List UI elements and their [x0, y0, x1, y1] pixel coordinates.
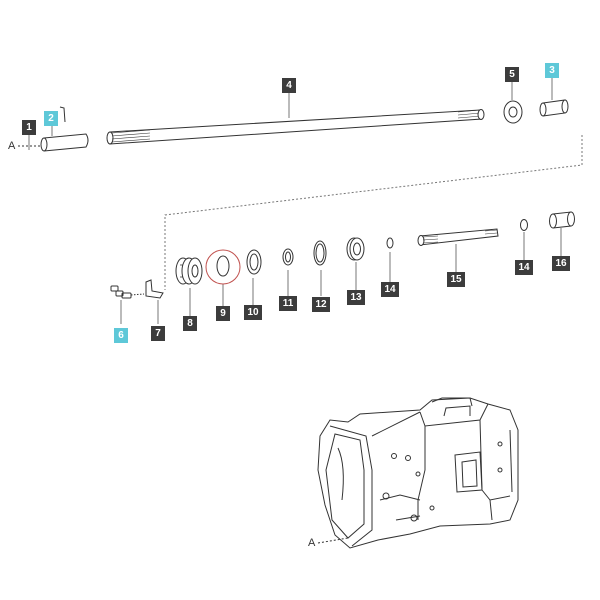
shaft-part-15 — [417, 228, 499, 246]
bushing-part-16 — [549, 211, 575, 229]
callout-3[interactable]: 3 — [545, 63, 559, 78]
callout-13[interactable]: 13 — [347, 290, 365, 305]
callout-1[interactable]: 1 — [22, 120, 36, 135]
callout-11[interactable]: 11 — [279, 296, 297, 311]
reference-label-bottom: A — [308, 537, 316, 549]
callout-4[interactable]: 4 — [282, 78, 296, 93]
leader-lines — [28, 78, 562, 324]
transmission-housing — [317, 397, 519, 549]
ring-part-12 — [313, 240, 327, 266]
clip-part-2 — [59, 106, 66, 123]
callout-16[interactable]: 16 — [552, 256, 570, 271]
bearing-part-13 — [346, 237, 365, 261]
ring-part-11 — [282, 248, 294, 266]
bushing-part-1 — [40, 133, 89, 152]
callout-12[interactable]: 12 — [312, 297, 330, 312]
callout-2[interactable]: 2 — [44, 111, 58, 126]
gear-part-8 — [175, 257, 203, 285]
callout-5[interactable]: 5 — [505, 67, 519, 82]
callout-7[interactable]: 7 — [151, 326, 165, 341]
snap-ring-part-9 — [216, 255, 230, 277]
callout-15[interactable]: 15 — [447, 272, 465, 287]
callout-10[interactable]: 10 — [244, 305, 262, 320]
reference-leader-bottom — [317, 537, 349, 544]
callout-9[interactable]: 9 — [216, 306, 230, 321]
callout-14a[interactable]: 14 — [381, 282, 399, 297]
bracket-part-7 — [145, 279, 164, 299]
selection-circle — [205, 249, 241, 285]
callout-14b[interactable]: 14 — [515, 260, 533, 275]
reference-label-top: A — [8, 140, 16, 152]
pins-part-6 — [110, 285, 145, 299]
callout-8[interactable]: 8 — [183, 316, 197, 331]
o-ring-part-14a — [386, 237, 394, 249]
shaft-part-4 — [106, 109, 485, 145]
bushing-part-3 — [539, 99, 569, 117]
callout-6[interactable]: 6 — [114, 328, 128, 343]
ring-part-10 — [246, 249, 262, 275]
o-ring-part-14b — [520, 219, 528, 231]
washer-part-5 — [503, 100, 523, 124]
